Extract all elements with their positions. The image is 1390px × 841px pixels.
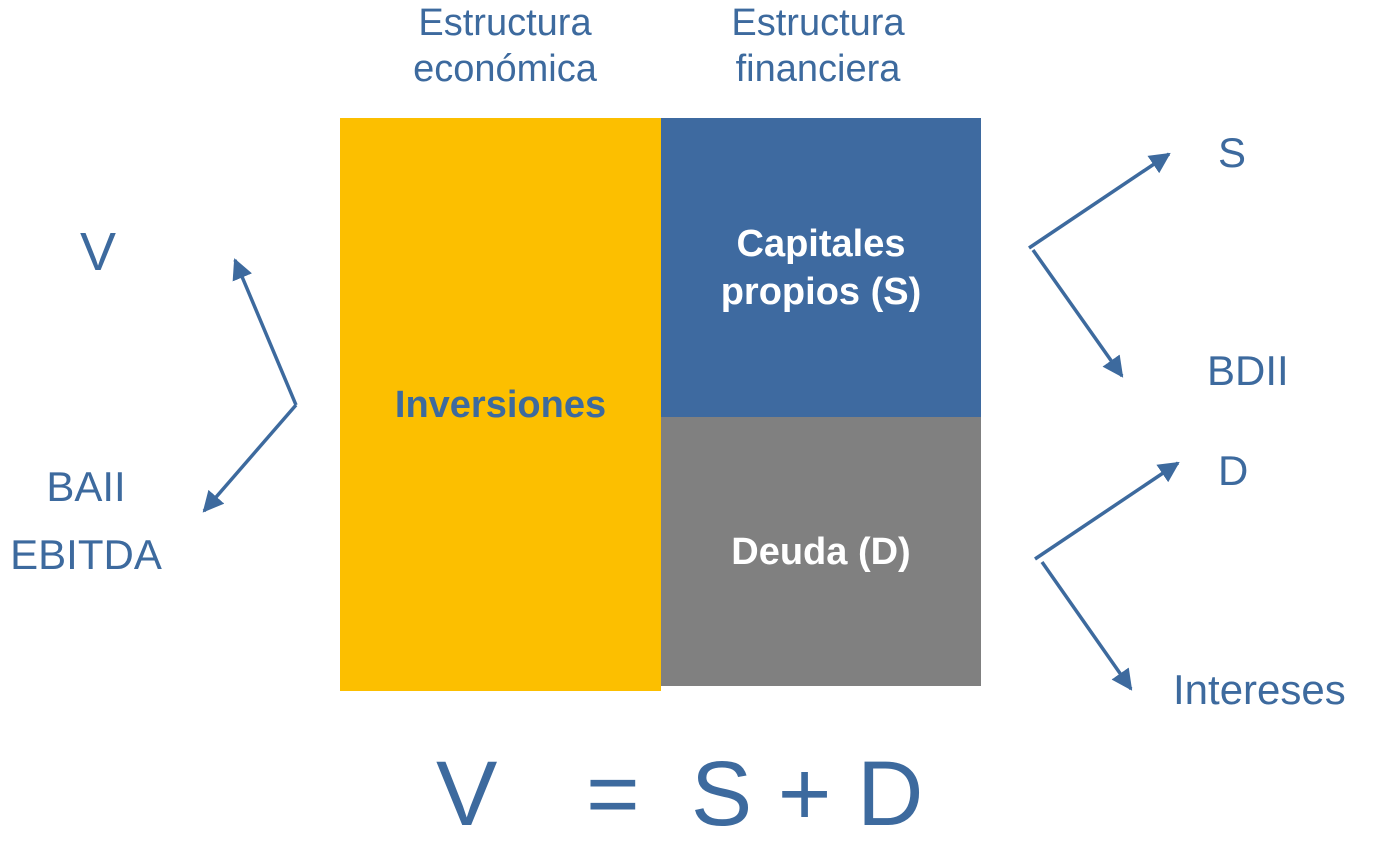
equity-block: Capitales propios (S) xyxy=(661,118,981,417)
debt-label: Deuda (D) xyxy=(731,530,911,573)
left-label-baii: BAII xyxy=(46,463,126,510)
header-economic-structure: Estructura económica xyxy=(365,0,645,92)
equity-label-line-1: Capitales xyxy=(736,222,906,265)
header-financial-line-1: Estructura xyxy=(731,2,905,44)
header-financial-structure: Estructura financiera xyxy=(678,0,958,92)
header-financial-line-2: financiera xyxy=(735,48,901,90)
debt-block: Deuda (D) xyxy=(661,417,981,686)
right-label-bdii: BDII xyxy=(1207,347,1289,394)
arrow-to-bdii xyxy=(1031,248,1124,378)
header-economic-line-2: económica xyxy=(413,48,597,90)
header-economic-line-1: Estructura xyxy=(418,2,592,44)
arrow-to-baii xyxy=(202,403,298,513)
left-label-v: V xyxy=(80,222,117,282)
arrow-to-v xyxy=(232,258,298,406)
arrow-to-intereses xyxy=(1040,560,1133,691)
right-label-d: D xyxy=(1218,447,1249,494)
arrow-to-d xyxy=(1034,461,1180,561)
left-label-ebitda: EBITDA xyxy=(10,531,162,578)
investments-label: Inversiones xyxy=(394,383,607,426)
right-label-intereses: Intereses xyxy=(1173,666,1346,713)
arrow-to-s xyxy=(1028,152,1171,250)
right-label-s: S xyxy=(1218,129,1247,176)
equity-label-line-2: propios (S) xyxy=(720,270,922,313)
equation-lhs: V xyxy=(436,743,498,841)
investments-block: Inversiones xyxy=(340,118,661,691)
equation-rhs: = S + D xyxy=(586,743,924,841)
